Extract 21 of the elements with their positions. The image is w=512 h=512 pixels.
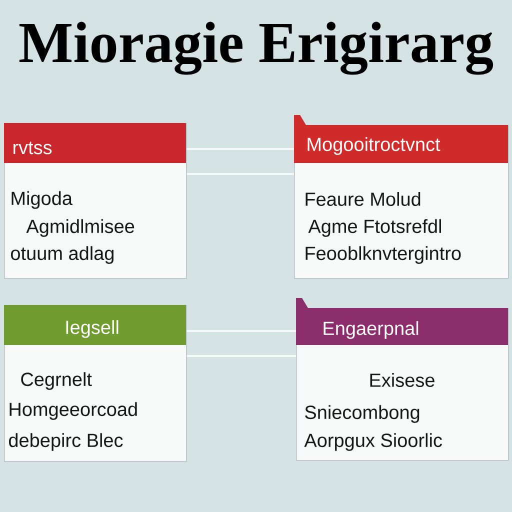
card-header: Iegsell xyxy=(4,305,186,345)
card-text: Cegrnelt xyxy=(21,372,92,390)
title: Mioragie Erigirarg xyxy=(19,22,494,75)
connector-line xyxy=(186,355,296,357)
card-text: Agmidlmisee xyxy=(26,219,134,237)
card-header: rvtss xyxy=(4,123,186,163)
connector-line xyxy=(186,173,294,175)
card-text: Migoda xyxy=(12,191,72,209)
card-text: Agme Ftotsrefdl xyxy=(308,219,442,237)
connector-line xyxy=(186,330,296,332)
card-header: Engaerpnal xyxy=(296,298,508,345)
card-text: Exisese xyxy=(370,373,434,387)
card-text: Sniecombong xyxy=(305,405,420,423)
card-text: Feooblknvtergintro xyxy=(306,246,461,264)
card-text: otuum adlag xyxy=(11,246,114,264)
card-text: Homgeeorcoad xyxy=(10,402,137,420)
card-text: debepirc Blec xyxy=(9,433,123,451)
card-header: Mogooitroctvnct xyxy=(294,115,508,163)
connector-line xyxy=(186,148,294,150)
card-text: Aorpgux Sioorlic xyxy=(304,433,442,451)
card-text: Feaure Molud xyxy=(306,192,420,206)
